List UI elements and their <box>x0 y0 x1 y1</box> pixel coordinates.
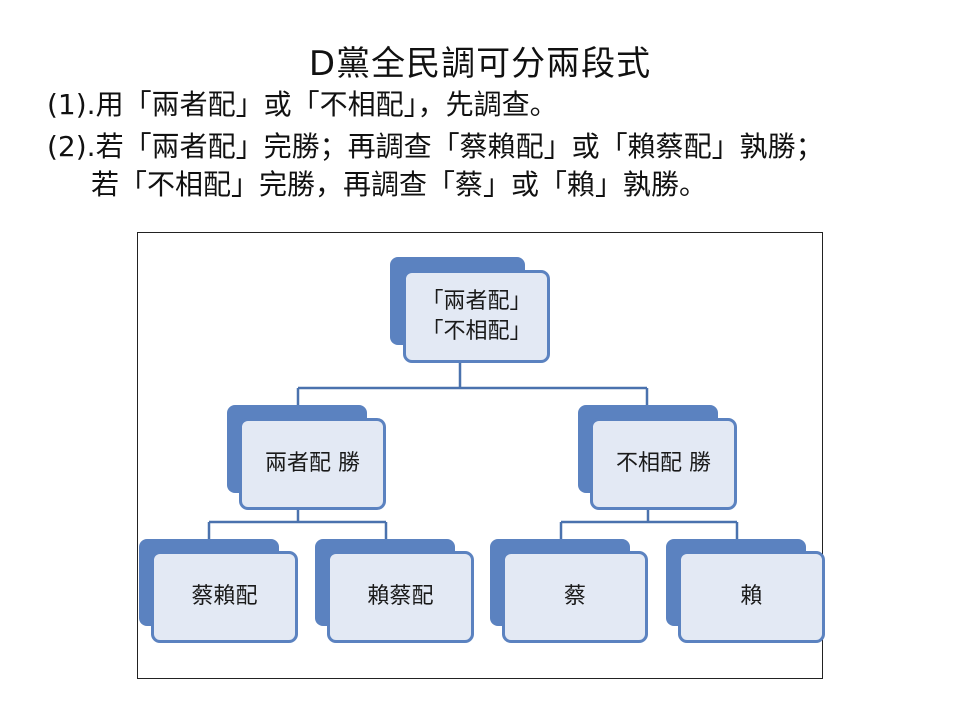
diagram-frame <box>137 232 823 679</box>
leaf-node-1-label: 蔡賴配 <box>191 584 258 609</box>
left-node-box: 兩者配 勝 <box>239 418 386 510</box>
left-node: 兩者配 勝 <box>227 405 386 510</box>
text-line-1: (1).用「兩者配」或「不相配」，先調查。 <box>47 88 558 121</box>
right-node-box: 不相配 勝 <box>590 418 737 510</box>
connector-left <box>207 508 388 540</box>
leaf-node-4-box: 賴 <box>678 551 825 643</box>
text-line-3: 若「不相配」完勝，再調查「蔡」或「賴」孰勝。 <box>91 168 708 201</box>
root-node-box: 「兩者配」 「不相配」 <box>403 270 550 363</box>
leaf-node-2-label: 賴蔡配 <box>367 584 434 609</box>
leaf-node-1: 蔡賴配 <box>139 539 298 643</box>
leaf-node-2: 賴蔡配 <box>315 539 474 643</box>
leaf-node-3-label: 蔡 <box>563 584 586 609</box>
leaf-node-2-box: 賴蔡配 <box>327 551 474 643</box>
root-node-line-2: 「不相配」 <box>421 318 532 344</box>
root-node: 「兩者配」 「不相配」 <box>390 257 550 363</box>
leaf-node-4-label: 賴 <box>740 584 763 609</box>
leaf-node-3-box: 蔡 <box>502 551 648 643</box>
root-node-line-1: 「兩者配」 <box>421 288 532 314</box>
connector-right <box>559 508 739 540</box>
connector-root <box>296 362 649 407</box>
slide-title: D黨全民調可分兩段式 <box>308 44 652 84</box>
leaf-node-3: 蔡 <box>490 539 648 643</box>
leaf-node-1-box: 蔡賴配 <box>151 551 298 643</box>
right-node: 不相配 勝 <box>578 405 737 510</box>
left-node-label: 兩者配 勝 <box>265 451 360 476</box>
right-node-label: 不相配 勝 <box>616 451 711 476</box>
text-line-2: (2).若「兩者配」完勝；再調查「蔡賴配」或「賴蔡配」孰勝； <box>47 130 824 163</box>
leaf-node-4: 賴 <box>666 539 825 643</box>
